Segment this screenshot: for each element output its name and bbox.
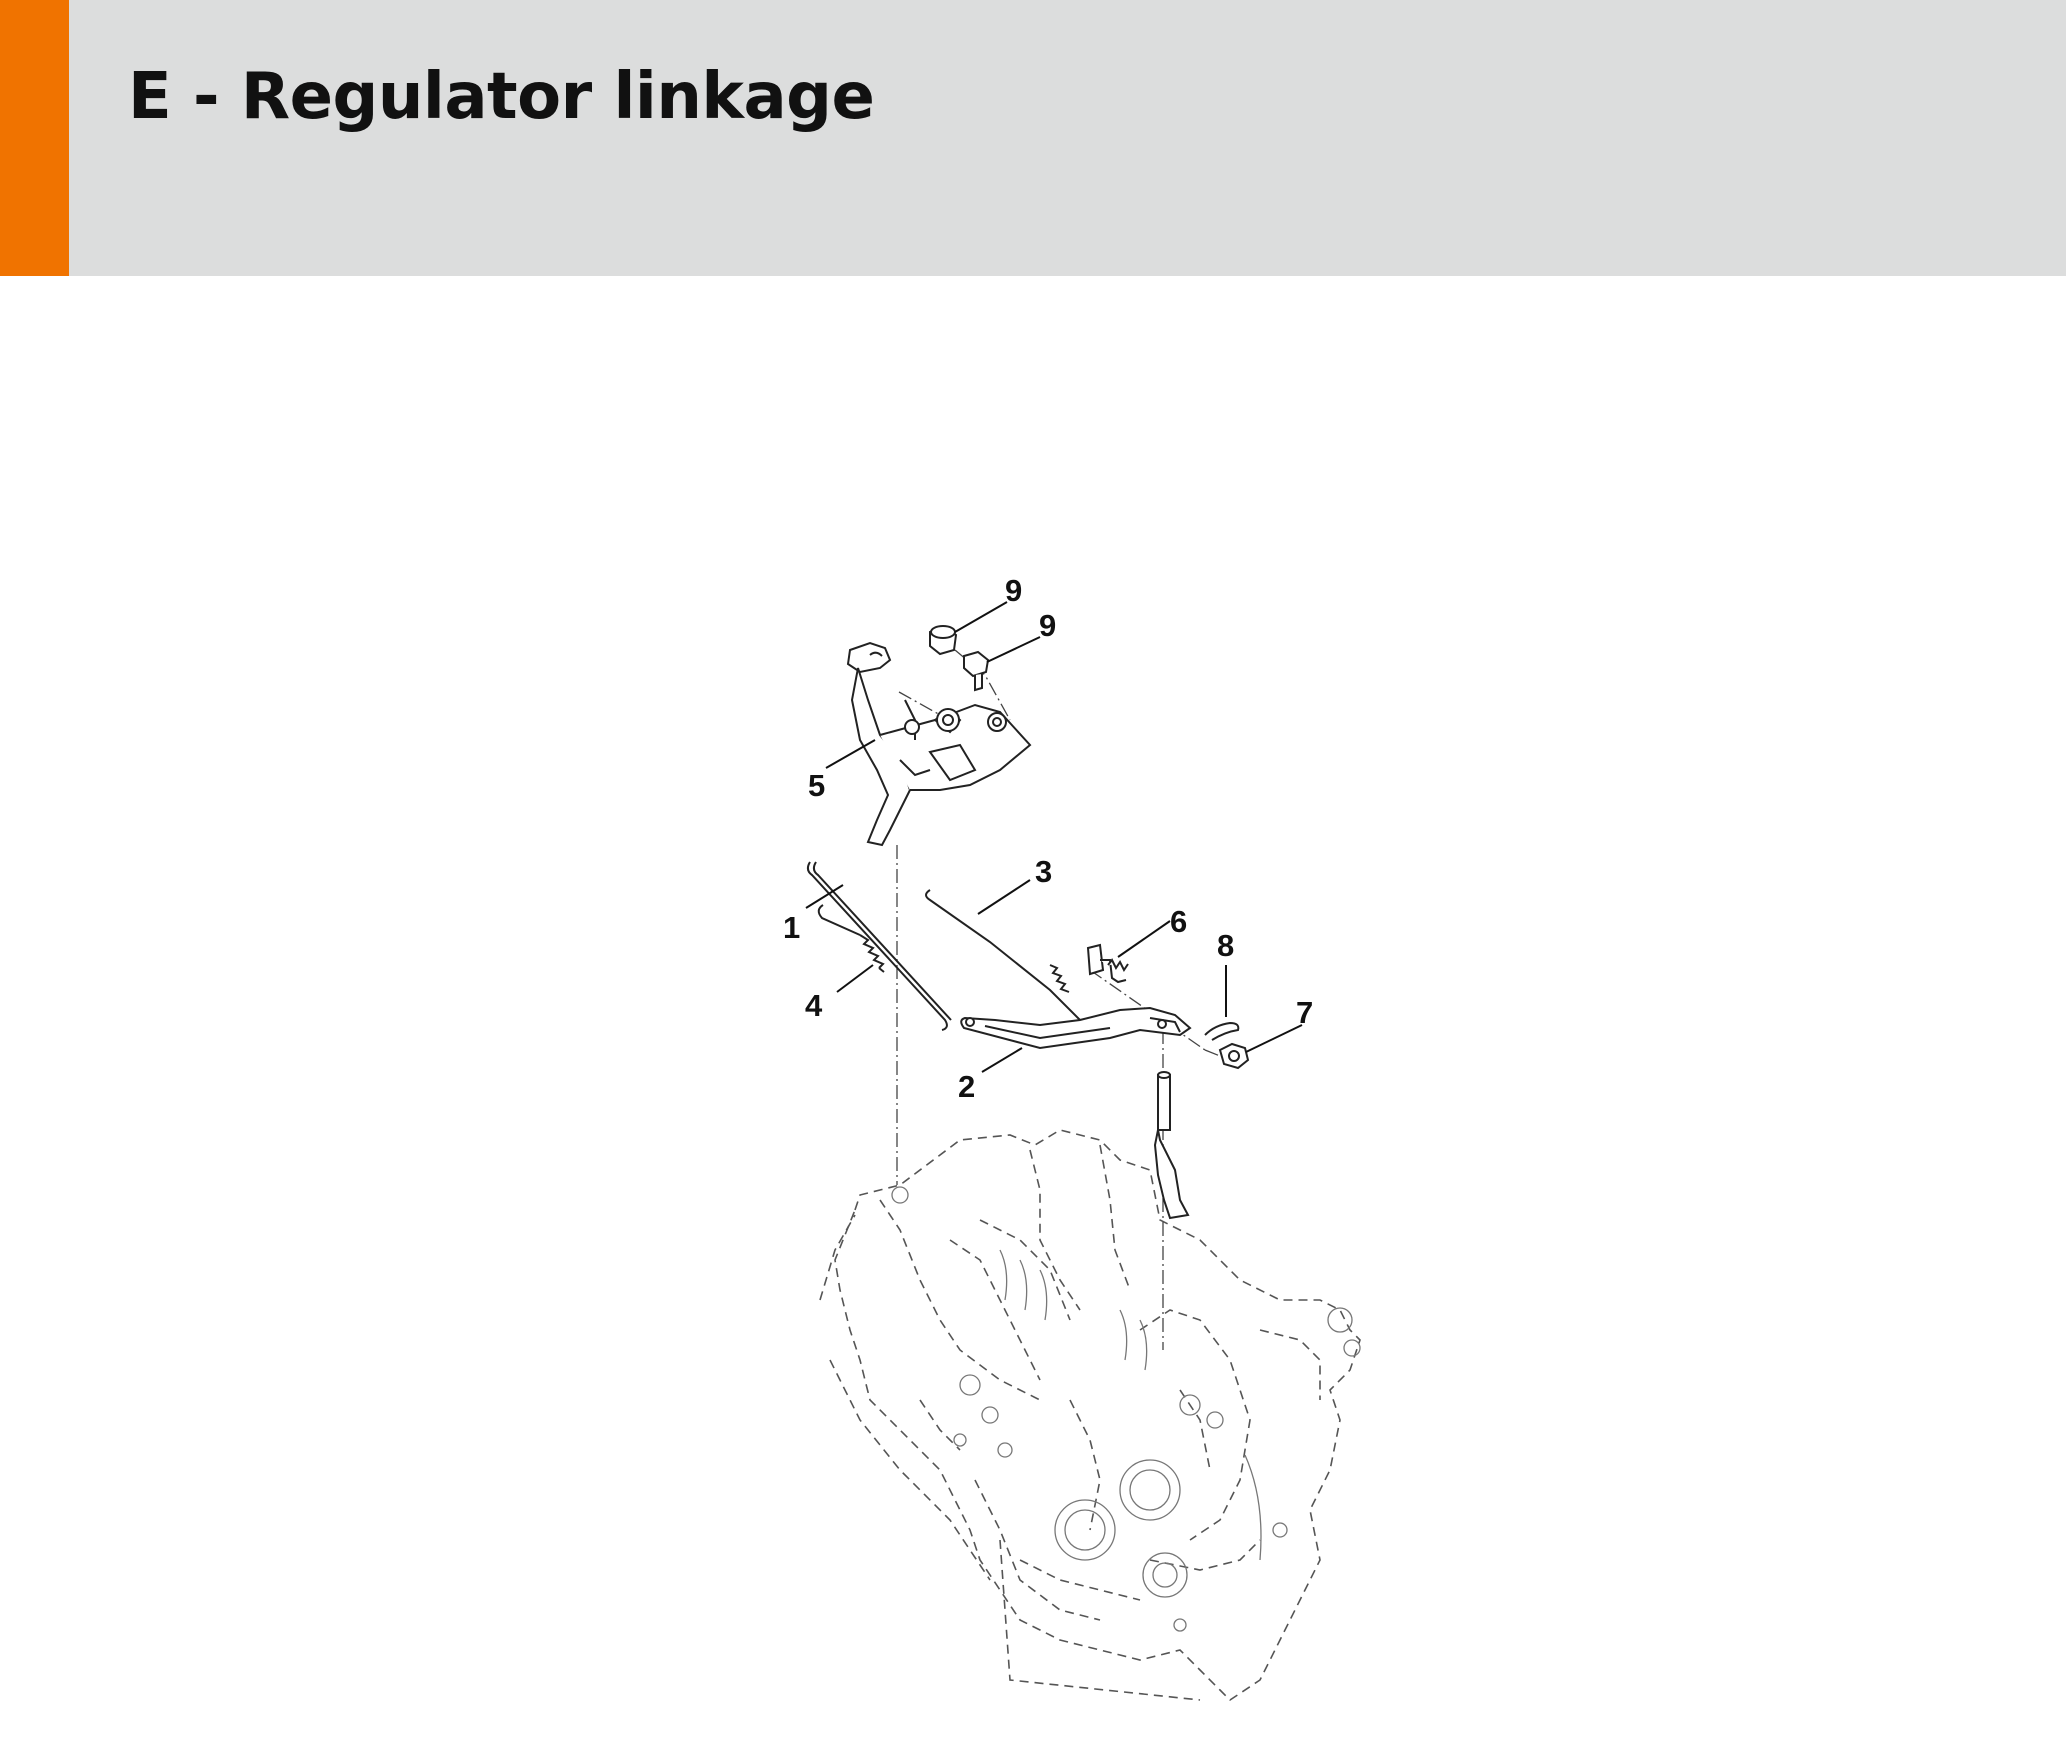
- governor-lever-part: [960, 1006, 1192, 1050]
- retaining-clip-part: [1204, 1021, 1240, 1041]
- callout-3: 3: [1035, 854, 1052, 889]
- bolt-9-part: [929, 625, 990, 692]
- callout-5: 5: [808, 768, 825, 803]
- callout-9-lower: 9: [1039, 608, 1056, 643]
- callout-8: 8: [1217, 928, 1234, 963]
- governor-spring-rod-part: [925, 889, 1084, 1036]
- page-title: E - Regulator linkage: [128, 60, 875, 134]
- lever-shaft-part: [1153, 1071, 1190, 1220]
- clamp-bolt-part: [1086, 943, 1129, 984]
- leader-lines: [805, 601, 1303, 1073]
- engine-block-phantom: [819, 1129, 1361, 1702]
- regulator-rod-part: [806, 861, 952, 1031]
- tension-spring-part: [817, 904, 885, 973]
- callout-labels: 9 9 5 3 1 6 8 4 7 2: [783, 573, 1313, 1104]
- accent-bar: [0, 0, 69, 276]
- callout-6: 6: [1170, 904, 1187, 939]
- control-bracket-part: [846, 641, 1032, 847]
- page-header: E - Regulator linkage: [0, 0, 2066, 276]
- callout-1: 1: [783, 910, 800, 945]
- callout-9-upper: 9: [1005, 573, 1022, 608]
- callout-2: 2: [958, 1069, 975, 1104]
- engine-block-outline: [891, 1186, 1361, 1632]
- hex-nut-part: [1218, 1042, 1250, 1070]
- callout-7: 7: [1296, 995, 1313, 1030]
- callout-4: 4: [805, 988, 823, 1023]
